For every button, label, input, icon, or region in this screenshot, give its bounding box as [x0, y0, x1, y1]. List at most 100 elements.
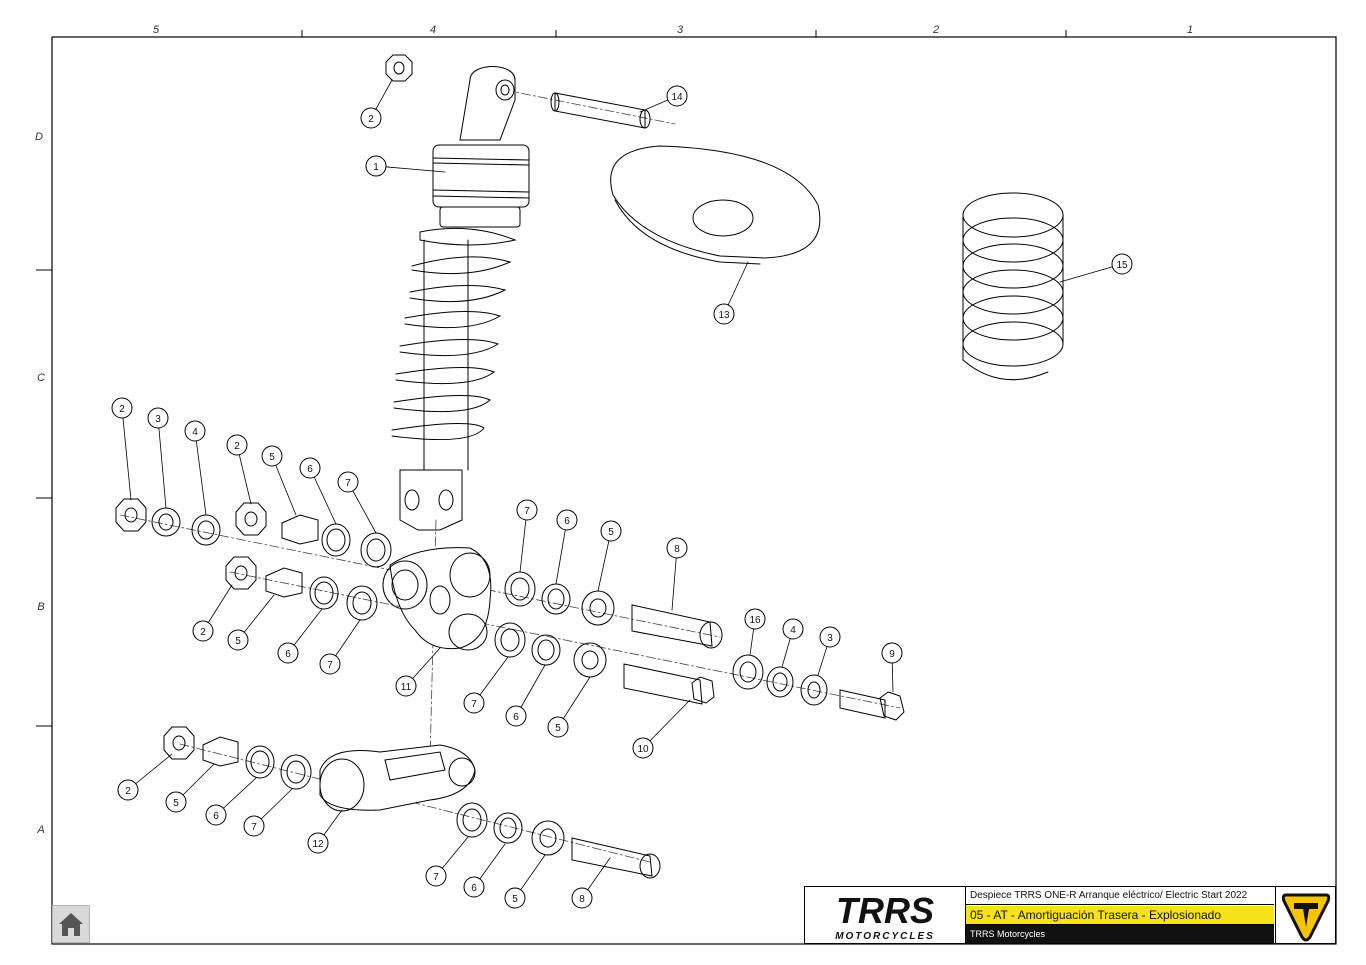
svg-text:15: 15	[1116, 260, 1128, 271]
callout-bubble: 6	[505, 705, 527, 727]
title-block: TRRS MOTORCYCLES Despiece TRRS ONE-R Arr…	[804, 886, 1336, 944]
callout-bubble: 8	[571, 887, 593, 909]
callout-bubble: 6	[277, 642, 299, 664]
callout-bubble: 7	[425, 865, 447, 887]
callout-bubble: 8	[666, 537, 688, 559]
grid-row-label: C	[37, 372, 45, 384]
svg-text:10: 10	[637, 744, 649, 755]
svg-text:9: 9	[889, 649, 895, 660]
callout-bubble: 15	[1111, 253, 1133, 275]
callout-bubble: 5	[600, 520, 622, 542]
svg-text:6: 6	[513, 712, 519, 723]
lower-connecting-rod	[319, 744, 476, 812]
drawing-title: Despiece TRRS ONE-R Arranque eléctrico/ …	[966, 887, 1274, 905]
callout-bubble: 2	[117, 779, 139, 801]
svg-text:5: 5	[555, 723, 561, 734]
svg-text:2: 2	[119, 404, 125, 415]
svg-text:2: 2	[368, 114, 374, 125]
drawing-frame	[51, 36, 1337, 945]
grid-row-label: D	[35, 131, 43, 143]
callout-bubble: 2	[226, 434, 248, 456]
callout-bubble: 2	[111, 397, 133, 419]
callout-bubble: 13	[713, 303, 735, 325]
svg-text:7: 7	[433, 872, 439, 883]
callout-bubble: 14	[666, 85, 688, 107]
svg-text:7: 7	[251, 822, 257, 833]
callout-bubble: 7	[319, 653, 341, 675]
svg-text:6: 6	[471, 883, 477, 894]
column-ticks	[301, 30, 1067, 37]
home-button[interactable]	[52, 905, 90, 943]
lower-row-parts	[163, 726, 661, 879]
svg-text:16: 16	[749, 615, 761, 626]
callout-bubble: 5	[165, 791, 187, 813]
callout-bubble: 6	[205, 804, 227, 826]
callouts: 2 1 14 13 15 2 3 4 2 5 6 7 7 6 5 8 2 5 6…	[111, 85, 1133, 909]
callout-bubble: 5	[227, 629, 249, 651]
coil-spring	[962, 192, 1064, 381]
callout-bubble: 1	[365, 155, 387, 177]
callout-bubble: 2	[360, 107, 382, 129]
svg-text:8: 8	[579, 894, 585, 905]
svg-text:7: 7	[345, 478, 351, 489]
grid-row-label: B	[37, 601, 44, 613]
svg-text:6: 6	[213, 811, 219, 822]
svg-text:2: 2	[200, 627, 206, 638]
logo-subtext: MOTORCYCLES	[835, 931, 935, 942]
row-ticks	[36, 269, 52, 727]
callout-bubble: 7	[337, 471, 359, 493]
callout-bubble: 5	[547, 716, 569, 738]
svg-text:2: 2	[234, 441, 240, 452]
top-nut	[385, 54, 413, 82]
linkage-rocker	[382, 547, 492, 651]
svg-text:7: 7	[524, 506, 530, 517]
svg-text:7: 7	[471, 699, 477, 710]
svg-text:6: 6	[285, 649, 291, 660]
grid-col-label: 2	[932, 24, 939, 36]
svg-text:2: 2	[125, 786, 131, 797]
svg-text:13: 13	[718, 310, 730, 321]
svg-text:3: 3	[155, 414, 161, 425]
callout-bubble: 9	[881, 642, 903, 664]
callout-bubble: 3	[819, 626, 841, 648]
upper-row-parts	[115, 498, 723, 649]
grid-row-label: A	[36, 824, 44, 836]
svg-text:3: 3	[827, 633, 833, 644]
callout-bubble: 7	[516, 499, 538, 521]
svg-text:6: 6	[307, 464, 313, 475]
svg-text:4: 4	[790, 625, 796, 636]
shock-absorber	[391, 66, 530, 531]
callout-bubble: 7	[463, 692, 485, 714]
callout-bubble: 6	[299, 457, 321, 479]
title-block-rows: Despiece TRRS ONE-R Arranque eléctrico/ …	[966, 887, 1274, 943]
callout-bubble: 2	[192, 620, 214, 642]
mud-guard-plate	[610, 145, 821, 265]
middle-row-parts	[225, 556, 905, 721]
callout-bubble: 12	[307, 832, 329, 854]
svg-text:11: 11	[401, 682, 412, 693]
svg-text:4: 4	[192, 427, 198, 438]
grid-col-label: 4	[430, 24, 436, 36]
callout-bubble: 16	[744, 608, 766, 630]
svg-text:7: 7	[327, 660, 333, 671]
grid-col-label: 3	[677, 24, 684, 36]
svg-text:5: 5	[608, 527, 614, 538]
svg-text:12: 12	[312, 839, 324, 850]
svg-text:6: 6	[564, 516, 570, 527]
drawing-subtitle: 05 - AT - Amortiguación Trasera - Explos…	[966, 906, 1274, 925]
home-icon	[59, 913, 83, 936]
callout-bubble: 4	[782, 618, 804, 640]
svg-text:14: 14	[671, 92, 683, 103]
callout-bubble: 5	[504, 887, 526, 909]
svg-text:1: 1	[373, 162, 379, 173]
trrs-logo: TRRS MOTORCYCLES	[805, 887, 966, 943]
grid-col-label: 5	[153, 24, 160, 36]
svg-text:5: 5	[173, 798, 179, 809]
brand-emblem-icon	[1275, 887, 1336, 943]
callout-bubble: 7	[243, 815, 265, 837]
callout-bubble: 6	[463, 876, 485, 898]
svg-text:5: 5	[269, 452, 275, 463]
callout-bubble: 6	[556, 509, 578, 531]
callout-bubble: 3	[147, 407, 169, 429]
